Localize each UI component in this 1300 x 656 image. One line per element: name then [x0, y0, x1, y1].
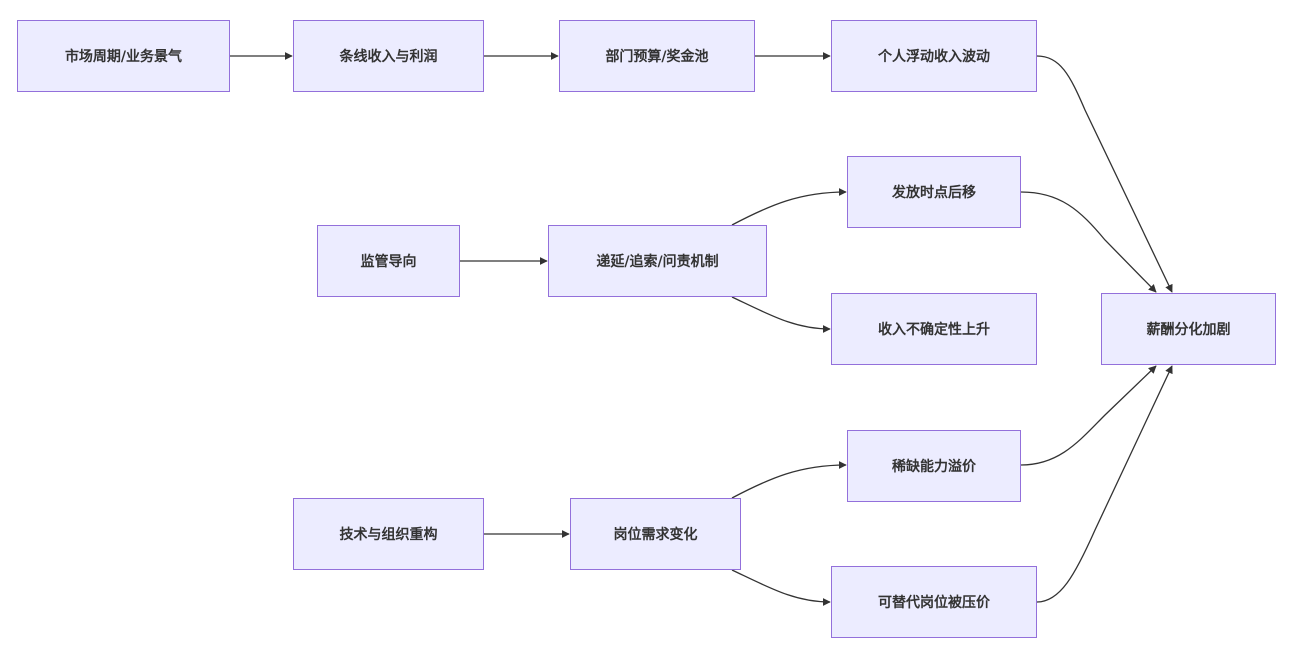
node-label: 收入不确定性上升	[878, 322, 990, 338]
node-label: 个人浮动收入波动	[878, 49, 990, 65]
node-label: 递延/追索/问责机制	[596, 254, 719, 270]
node-replaceable-job-discount: 可替代岗位被压价	[831, 566, 1037, 638]
node-department-budget: 部门预算/奖金池	[559, 20, 755, 92]
node-label: 薪酬分化加剧	[1146, 322, 1231, 338]
node-tech-org-restructure: 技术与组织重构	[293, 498, 484, 570]
edge-k-l	[731, 461, 847, 499]
node-income-uncertainty: 收入不确定性上升	[831, 293, 1037, 365]
node-label: 技术与组织重构	[339, 527, 438, 543]
node-pay-divergence: 薪酬分化加剧	[1101, 293, 1276, 365]
edge-l-i	[1020, 365, 1157, 466]
edge-d-i	[1036, 55, 1173, 293]
node-personal-floating-income: 个人浮动收入波动	[831, 20, 1037, 92]
node-scarce-skill-premium: 稀缺能力溢价	[847, 430, 1021, 502]
node-market-cycle: 市场周期/业务景气	[17, 20, 230, 92]
node-label: 岗位需求变化	[613, 527, 698, 543]
node-label: 稀缺能力溢价	[892, 459, 976, 475]
node-label: 可替代岗位被压价	[878, 595, 990, 611]
node-label: 条线收入与利润	[339, 49, 438, 65]
node-label: 部门预算/奖金池	[605, 49, 709, 65]
node-label: 发放时点后移	[892, 185, 976, 201]
node-label: 监管导向	[360, 254, 417, 270]
node-line-revenue-profit: 条线收入与利润	[293, 20, 484, 92]
node-job-demand-change: 岗位需求变化	[570, 498, 741, 570]
edge-f-g	[731, 188, 847, 226]
edge-g-i	[1020, 191, 1157, 293]
node-label: 市场周期/业务景气	[64, 49, 183, 65]
edge-f-h	[731, 296, 831, 333]
node-regulatory-guidance: 监管导向	[317, 225, 460, 297]
edge-m-i	[1036, 365, 1173, 603]
node-payout-delay: 发放时点后移	[847, 156, 1021, 228]
edge-k-m	[731, 569, 831, 606]
node-deferral-clawback: 递延/追索/问责机制	[548, 225, 767, 297]
